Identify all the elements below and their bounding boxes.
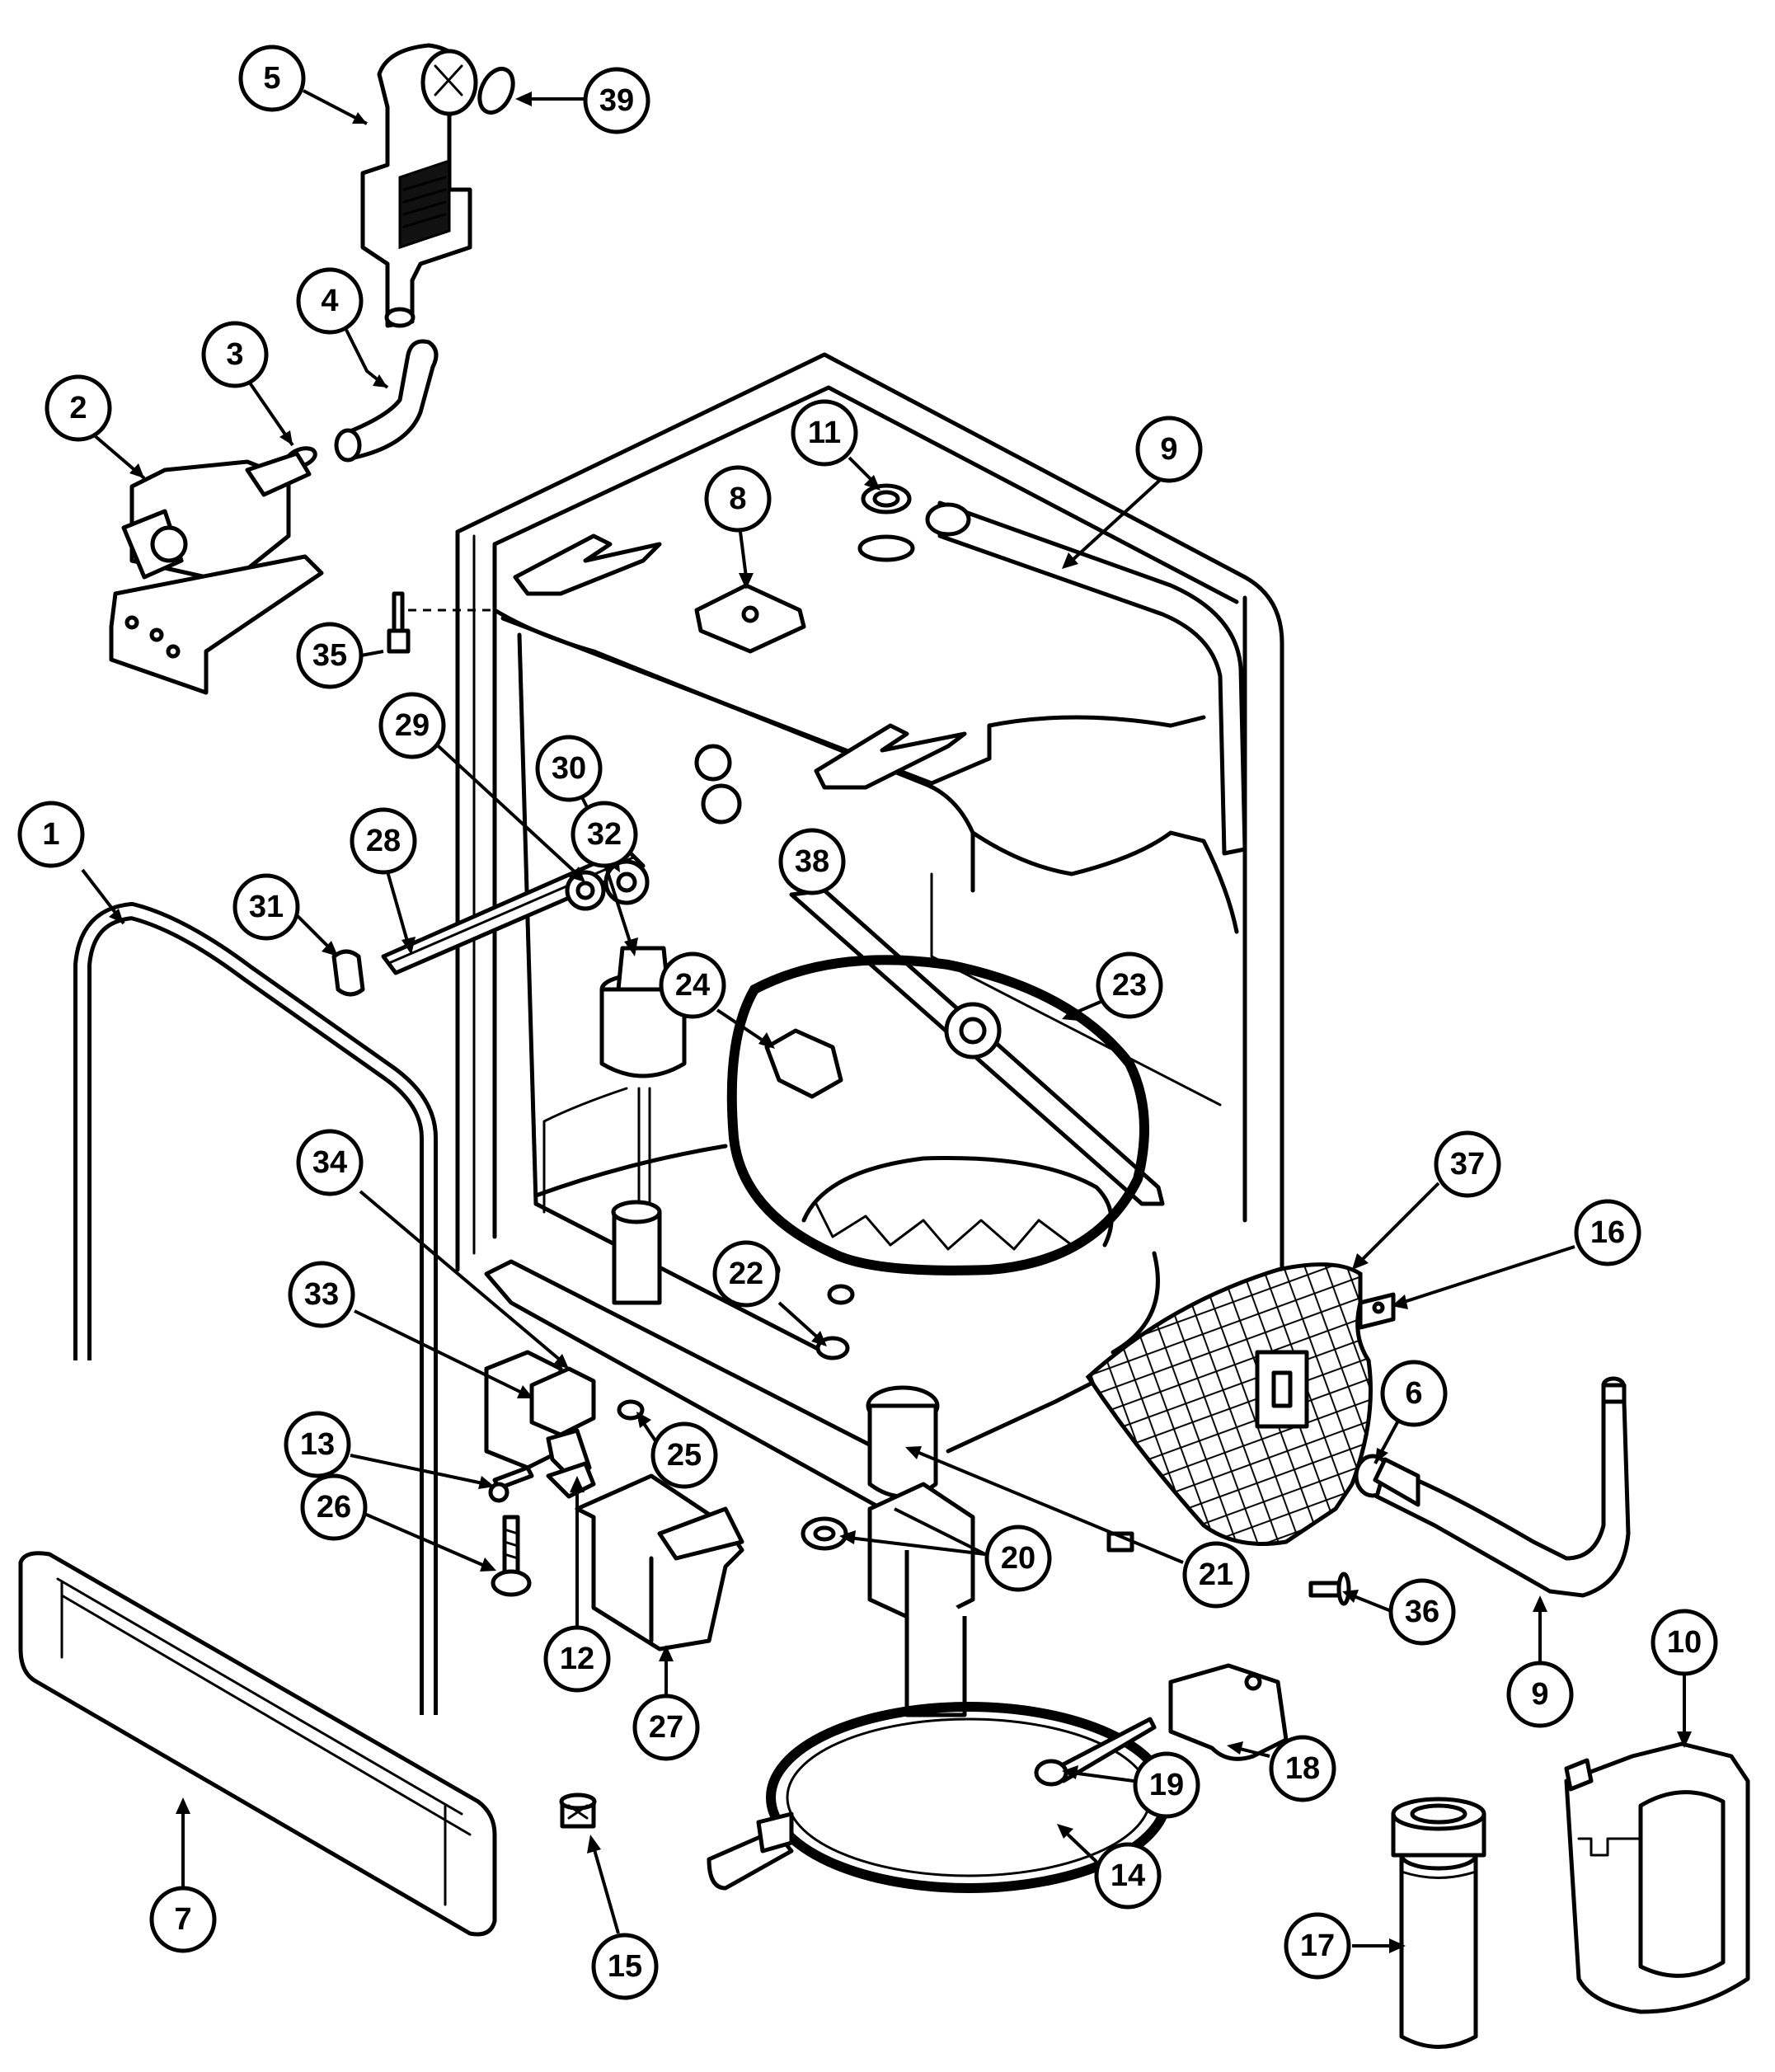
callout-36: 36 — [1388, 1578, 1456, 1646]
callout-15: 15 — [591, 1933, 659, 2000]
callout-37: 37 — [1434, 1130, 1501, 1198]
svg-text:12: 12 — [560, 1642, 594, 1676]
svg-text:35: 35 — [312, 638, 347, 673]
callout-3: 3 — [201, 321, 269, 388]
callout-5: 5 — [238, 45, 306, 112]
svg-text:20: 20 — [1001, 1541, 1035, 1576]
svg-text:28: 28 — [366, 824, 401, 858]
tub-cabinet — [331, 352, 1631, 1893]
callout-20: 20 — [984, 1525, 1052, 1592]
control-and-small-parts — [488, 1366, 744, 1829]
svg-text:18: 18 — [1285, 1751, 1320, 1786]
callout-16: 16 — [1574, 1199, 1641, 1266]
svg-text:39: 39 — [599, 83, 634, 118]
callout-29: 29 — [378, 692, 446, 759]
svg-text:1: 1 — [42, 817, 59, 852]
callout-23: 23 — [1096, 951, 1163, 1019]
callout-9-bottom: 9 — [1506, 1661, 1574, 1728]
svg-text:15: 15 — [608, 1949, 642, 1984]
svg-text:4: 4 — [321, 284, 338, 318]
callout-25: 25 — [650, 1421, 718, 1489]
svg-text:14: 14 — [1111, 1858, 1145, 1893]
door-gasket-and-panel — [18, 902, 497, 1937]
svg-text:3: 3 — [226, 337, 243, 372]
callout-9-top: 9 — [1135, 416, 1203, 483]
callout-21: 21 — [1182, 1541, 1250, 1609]
callout-26: 26 — [300, 1473, 368, 1541]
svg-text:2: 2 — [69, 391, 87, 425]
svg-text:27: 27 — [649, 1710, 683, 1745]
callout-6: 6 — [1380, 1360, 1448, 1427]
svg-text:9: 9 — [1531, 1677, 1548, 1712]
callout-7: 7 — [149, 1886, 217, 1953]
callout-11: 11 — [791, 399, 858, 467]
svg-text:9: 9 — [1160, 432, 1177, 467]
callout-33: 33 — [288, 1261, 355, 1328]
callout-bubbles: 1 2 3 4 5 6 7 8 9 9 10 11 12 13 14 15 16… — [17, 45, 1718, 2000]
svg-text:30: 30 — [552, 751, 586, 786]
svg-text:11: 11 — [808, 416, 841, 450]
svg-text:10: 10 — [1667, 1625, 1702, 1660]
callout-17: 17 — [1284, 1912, 1351, 1980]
svg-text:5: 5 — [263, 61, 280, 96]
svg-text:32: 32 — [587, 817, 622, 852]
callout-18: 18 — [1269, 1735, 1336, 1802]
callout-35: 35 — [296, 622, 364, 689]
svg-text:13: 13 — [300, 1427, 335, 1462]
svg-text:23: 23 — [1112, 968, 1147, 1003]
callout-39: 39 — [583, 67, 650, 134]
callout-8: 8 — [704, 465, 772, 533]
callout-14: 14 — [1094, 1842, 1162, 1910]
svg-text:6: 6 — [1405, 1376, 1422, 1411]
callout-24: 24 — [659, 951, 726, 1019]
valve-and-fill-assembly — [109, 43, 515, 695]
svg-text:34: 34 — [312, 1145, 347, 1180]
svg-text:7: 7 — [174, 1902, 191, 1937]
svg-text:16: 16 — [1590, 1215, 1625, 1250]
callout-22: 22 — [712, 1240, 780, 1308]
callout-27: 27 — [632, 1694, 700, 1761]
svg-text:37: 37 — [1450, 1147, 1485, 1182]
svg-text:24: 24 — [675, 968, 710, 1003]
svg-text:29: 29 — [395, 708, 430, 743]
svg-text:33: 33 — [304, 1277, 339, 1312]
svg-text:22: 22 — [729, 1257, 763, 1291]
callout-31: 31 — [232, 873, 300, 941]
svg-text:21: 21 — [1199, 1558, 1233, 1592]
callout-28: 28 — [350, 807, 417, 875]
sump-parts — [1391, 1741, 1750, 2049]
svg-text:19: 19 — [1149, 1768, 1184, 1802]
svg-text:25: 25 — [667, 1438, 702, 1473]
callout-30: 30 — [535, 735, 603, 802]
callout-19: 19 — [1133, 1751, 1200, 1819]
svg-text:31: 31 — [249, 890, 284, 924]
callout-2: 2 — [45, 374, 112, 442]
callout-32: 32 — [571, 801, 638, 868]
callout-38: 38 — [778, 828, 846, 895]
svg-text:38: 38 — [795, 844, 829, 879]
callout-10: 10 — [1651, 1609, 1718, 1676]
svg-text:8: 8 — [729, 482, 746, 516]
svg-text:17: 17 — [1300, 1929, 1335, 1963]
callout-1: 1 — [17, 801, 85, 868]
callout-12: 12 — [543, 1625, 611, 1693]
callout-34: 34 — [296, 1129, 364, 1196]
svg-text:26: 26 — [317, 1490, 351, 1525]
svg-text:36: 36 — [1405, 1595, 1439, 1629]
callout-4: 4 — [296, 267, 364, 335]
callout-13: 13 — [284, 1411, 351, 1478]
